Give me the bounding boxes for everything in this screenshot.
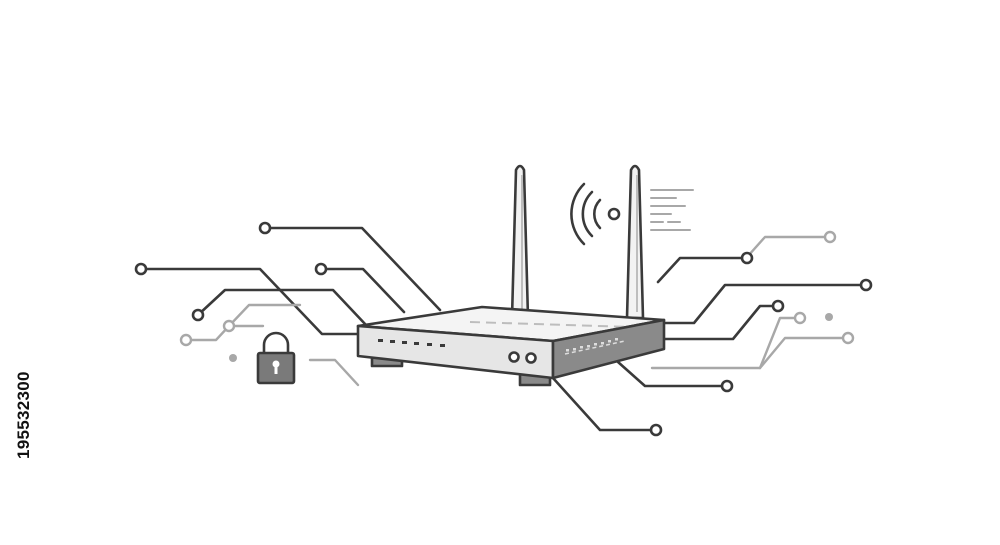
circuit-node-icon (191, 308, 205, 322)
circuit-node-icon (771, 299, 785, 313)
circuit-dot-icon (229, 354, 237, 362)
side-vents (564, 338, 626, 355)
circuit-line-icon (758, 316, 802, 370)
image-id-label: 195532300 (14, 371, 33, 459)
circuit-node-icon (314, 262, 328, 276)
status-leds (378, 339, 445, 347)
padlock-icon (256, 331, 296, 385)
circuit-dot-icon (825, 313, 833, 321)
circuit-node-icon (134, 262, 148, 276)
circuit-line-icon (650, 336, 850, 370)
circuit-node-icon (649, 423, 663, 437)
circuit-line-icon (196, 288, 368, 327)
circuit-node-icon (793, 311, 807, 325)
router-icon (356, 305, 666, 387)
circuit-node-icon (823, 230, 837, 244)
circuit-line-icon (746, 235, 832, 258)
circuit-node-icon (222, 319, 236, 333)
circuit-lines (134, 221, 873, 437)
circuit-line-icon (319, 267, 406, 314)
router-side (551, 318, 666, 380)
circuit-node-icon (841, 331, 855, 345)
circuit-line-icon (139, 267, 362, 336)
circuit-node-icon (740, 251, 754, 265)
circuit-line-icon (616, 360, 729, 388)
circuit-node-icon (179, 333, 193, 347)
circuit-line-icon (656, 256, 749, 284)
circuit-node-icon (258, 221, 272, 235)
circuit-line-icon (660, 283, 868, 325)
circuit-line-icon (227, 303, 302, 328)
circuit-line-icon (184, 324, 265, 342)
circuit-line-icon (662, 304, 780, 341)
circuit-node-icon (859, 278, 873, 292)
antenna-icon (625, 164, 645, 320)
antennas (510, 164, 645, 320)
reset-button (525, 352, 537, 364)
power-button (508, 351, 520, 363)
data-lines-icon (650, 189, 694, 231)
circuit-line-icon (263, 226, 442, 312)
circuit-line-icon (308, 358, 360, 387)
circuit-node-icon (720, 379, 734, 393)
wifi-signal-icon (570, 182, 621, 246)
antenna-icon (510, 164, 530, 320)
circuit-line-icon (551, 376, 658, 432)
